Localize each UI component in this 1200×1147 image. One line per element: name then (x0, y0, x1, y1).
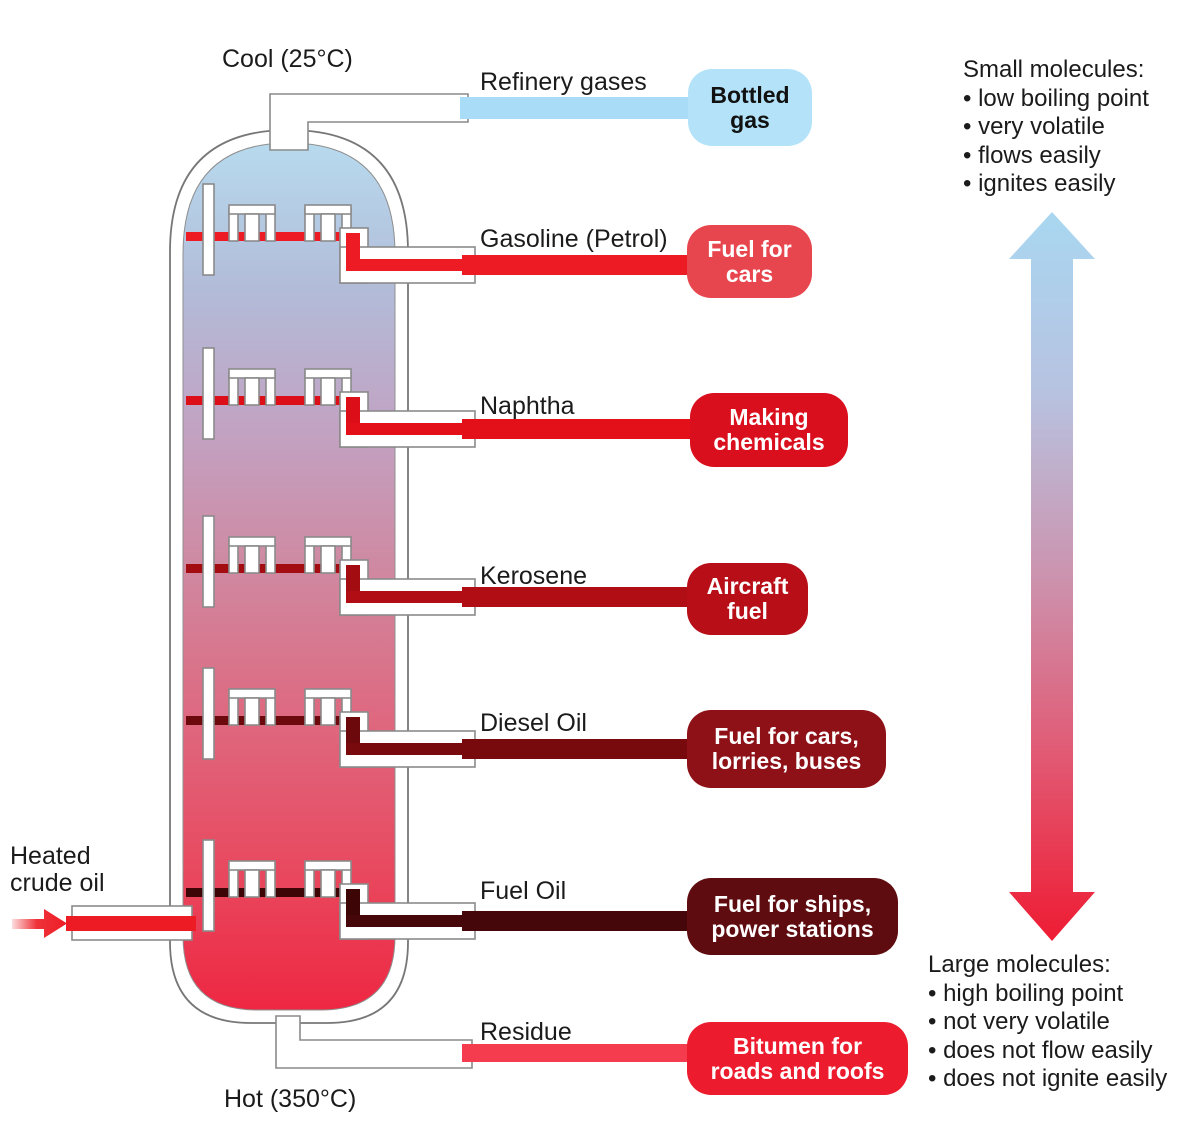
hot-temperature-label: Hot (350°C) (224, 1085, 357, 1113)
use-box-line: lorries, buses (711, 748, 862, 774)
tray-downcomer (202, 839, 215, 932)
heated-crude-oil-line1: Heated (10, 842, 91, 870)
use-box-line: Bottled (710, 81, 790, 108)
product-flow-bar (462, 419, 696, 439)
use-box-line: Aircraft (706, 573, 789, 599)
large-molecules-heading: Large molecules: (928, 951, 1111, 978)
product-label: Naphtha (480, 392, 575, 420)
tray-downcomer (202, 667, 215, 760)
bubble-cap-riser-icon (320, 869, 336, 898)
use-box-line: Bitumen for (732, 1032, 863, 1059)
top-outlet-pipe (269, 93, 469, 151)
outlet-liquid-strip (346, 915, 472, 927)
bubble-cap-riser-icon (244, 697, 260, 726)
large-molecules-bullet: high boiling point (928, 980, 1167, 1009)
product-flow-bar (462, 587, 693, 607)
small-molecules-bullet: very volatile (963, 113, 1149, 142)
outlet-liquid-strip (346, 743, 472, 755)
molecule-size-gradient-arrow-icon (1009, 212, 1095, 941)
use-box: Fuel for cars,lorries, buses (687, 710, 886, 788)
bubble-cap-top-icon (228, 860, 276, 871)
bubble-cap-riser-icon (320, 213, 336, 242)
bubble-cap-top-icon (228, 536, 276, 547)
use-box-line: power stations (711, 915, 874, 942)
outlet-liquid-strip (346, 591, 472, 603)
bubble-cap-top-icon (304, 368, 352, 379)
product-label: Residue (480, 1018, 572, 1046)
product-flow-bar (462, 739, 693, 759)
bubble-cap-top-icon (304, 688, 352, 699)
use-box-line: gas (730, 106, 770, 133)
product-label: Fuel Oil (480, 877, 567, 905)
bubble-cap-riser-icon (244, 213, 260, 242)
use-box-line: Fuel for cars, (714, 723, 859, 749)
cool-temperature-label: Cool (25°C) (222, 45, 353, 73)
tray-downcomer (202, 515, 215, 608)
large-molecules-panel: Large molecules: high boiling point not … (928, 951, 1167, 1094)
bubble-cap-riser-icon (244, 545, 260, 574)
residue-outlet-pipe (275, 1015, 473, 1069)
large-molecules-bullet: does not flow easily (928, 1037, 1167, 1066)
bubble-cap-top-icon (304, 204, 352, 215)
small-molecules-bullet: flows easily (963, 142, 1149, 171)
use-box-line: cars (725, 260, 774, 287)
bubble-cap-top-icon (228, 204, 276, 215)
outlet-liquid-strip (346, 259, 472, 271)
use-box-line: fuel (727, 598, 768, 624)
small-molecules-heading: Small molecules: (963, 56, 1145, 83)
use-box-line: Fuel for (707, 235, 792, 262)
product-label: Kerosene (480, 562, 588, 590)
use-box: Fuel for ships,power stations (687, 878, 898, 955)
product-label: Diesel Oil (480, 709, 587, 737)
bubble-cap-riser-icon (244, 377, 260, 406)
product-label: Gasoline (Petrol) (480, 225, 668, 253)
heated-crude-oil-line2: crude oil (10, 869, 105, 897)
bubble-cap-top-icon (304, 536, 352, 547)
bubble-cap-riser-icon (320, 377, 336, 406)
use-box-line: chemicals (713, 429, 825, 455)
use-box-line: Fuel for ships, (713, 890, 872, 917)
bubble-cap-top-icon (228, 368, 276, 379)
tray-downcomer (202, 183, 215, 276)
bubble-cap-riser-icon (320, 545, 336, 574)
crude-inlet-liquid (66, 916, 196, 931)
bubble-cap-riser-icon (320, 697, 336, 726)
product-flow-bar (462, 255, 693, 275)
small-molecules-panel: Small molecules: low boiling point very … (963, 56, 1149, 199)
small-molecules-bullet: low boiling point (963, 85, 1149, 114)
outlet-liquid-strip (346, 423, 472, 435)
use-box-line: Making (729, 404, 809, 430)
heated-crude-oil-label: Heated crude oil (10, 843, 105, 897)
product-flow-bar (462, 1044, 693, 1062)
product-label: Refinery gases (480, 68, 647, 96)
product-flow-bar (460, 97, 694, 119)
bubble-cap-top-icon (228, 688, 276, 699)
small-molecules-bullet: ignites easily (963, 170, 1149, 199)
tray-downcomer (202, 347, 215, 440)
bubble-cap-top-icon (304, 860, 352, 871)
large-molecules-bullet: not very volatile (928, 1008, 1167, 1037)
bubble-cap-riser-icon (244, 869, 260, 898)
use-box-line: roads and roofs (710, 1057, 885, 1084)
product-flow-bar (462, 911, 693, 931)
crude-oil-arrow-icon (12, 909, 67, 938)
large-molecules-bullet: does not ignite easily (928, 1065, 1167, 1094)
